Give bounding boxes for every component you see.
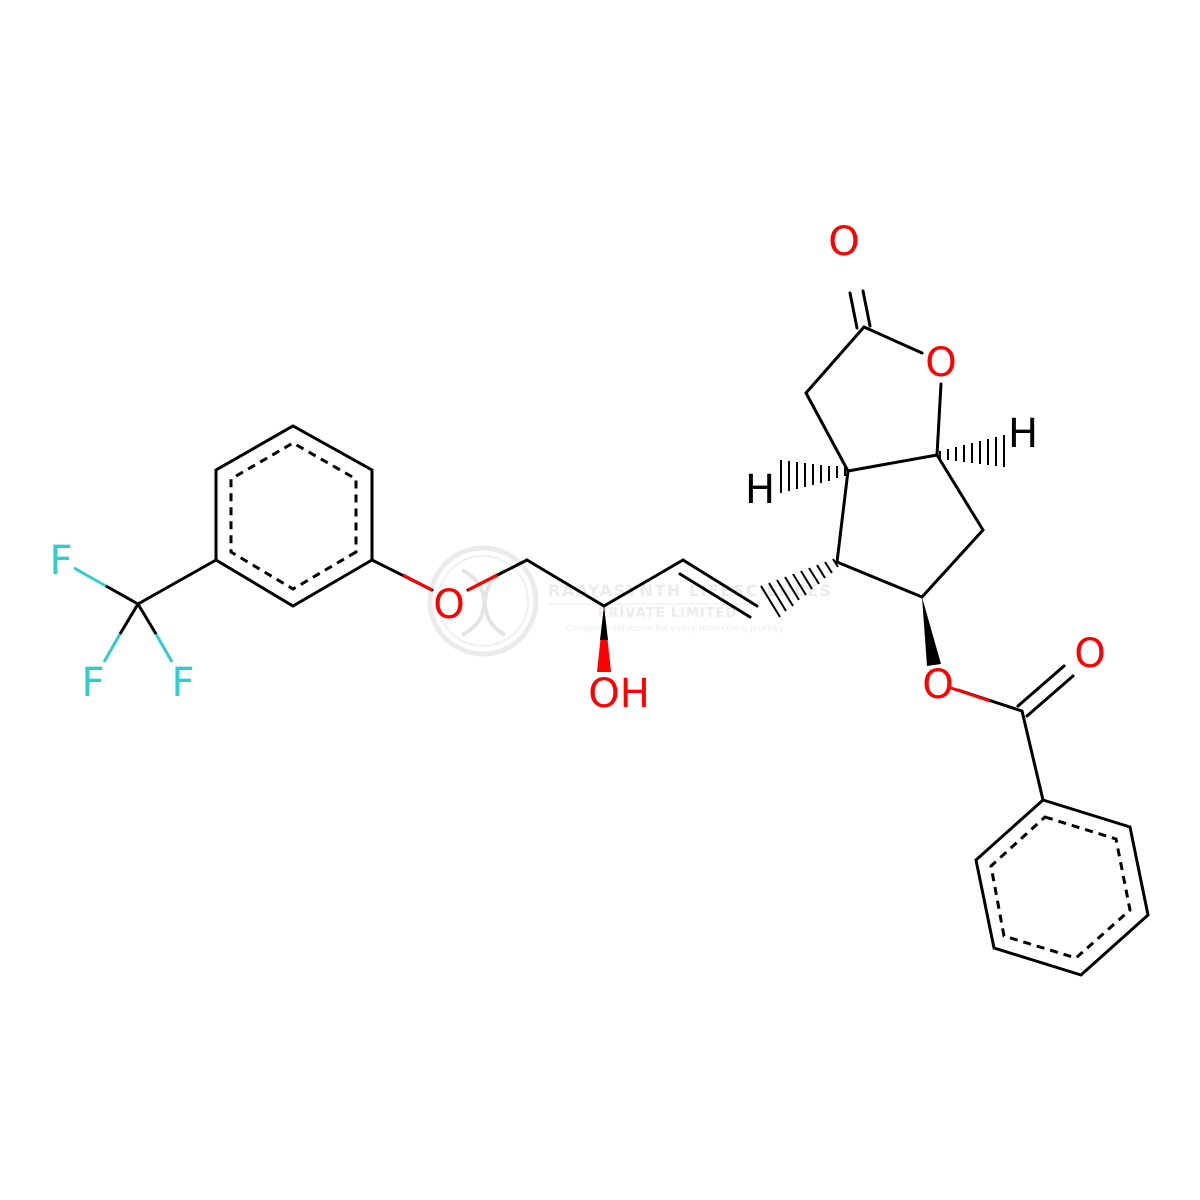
- wedge-bond-ester: [922, 597, 941, 666]
- watermark-circle: [427, 545, 539, 657]
- bond-vinyl-b: [678, 572, 752, 619]
- phenyl-ring-benzoyl: [974, 798, 1150, 977]
- atom-o-benzoyl: O: [1074, 631, 1105, 677]
- atom-h-left: H: [745, 467, 775, 513]
- bond-cf3-f2-black: [118, 602, 140, 636]
- bond-c6a-c6: [935, 453, 985, 532]
- phenyl-ring-benzoyl-aromatic: [989, 815, 1132, 960]
- phenyl-ring-cf3-aromatic: [229, 441, 358, 591]
- bond-cf3-f3-cyan: [154, 633, 174, 663]
- atom-o-ring: O: [925, 340, 956, 386]
- bond-cf3-f1-black: [104, 584, 140, 606]
- bond-c2-c3: [804, 325, 866, 395]
- bond-vinyl-a: [681, 558, 759, 608]
- bond-oether-red-right: [467, 573, 498, 592]
- bond-carbonyl-double-b: [861, 289, 872, 328]
- bond-vinyl-choh: [602, 558, 685, 608]
- bond-carbonyl-double-a: [848, 291, 859, 330]
- hash-bond-h-right: [939, 435, 1005, 467]
- bond-c4-c3a: [835, 469, 850, 564]
- bond-cf3-f2-cyan: [102, 633, 122, 663]
- bond-oether-red-left: [402, 573, 433, 592]
- watermark-logo: RAAYASYNTH LIFESCIENCES PRIVATE LIMITED …: [427, 545, 833, 657]
- bond-c3a-c6a: [846, 453, 939, 473]
- watermark-line1: RAAYASYNTH LIFESCIENCES: [548, 581, 833, 600]
- atom-h-right: H: [1008, 411, 1038, 457]
- watermark-line2: PRIVATE LIMITED: [598, 606, 737, 621]
- bond-c-phenyl: [1020, 709, 1045, 802]
- atom-o-ether: O: [433, 582, 464, 628]
- watermark-tagline: Complete solutions for every molecule's …: [566, 624, 784, 634]
- bond-benzoyl-double-b: [1025, 674, 1075, 718]
- bond-c5-c4: [835, 560, 924, 599]
- bond-o1-c6a: [935, 382, 943, 457]
- bond-c2-o1: [862, 325, 924, 355]
- bond-c3-c3a: [804, 391, 850, 473]
- atom-oh: OH: [588, 671, 650, 717]
- atom-f3: F: [171, 660, 194, 706]
- bond-aryl-cf3: [136, 558, 218, 606]
- atom-f1: F: [49, 538, 72, 584]
- bond-benzoyl-double-a: [1016, 664, 1066, 708]
- bond-c6-c5: [920, 528, 985, 599]
- dna-helix-icon: [461, 568, 507, 637]
- bond-choh-ch2: [525, 558, 606, 608]
- bond-oester-red: [947, 685, 991, 703]
- atom-f2: F: [81, 660, 104, 706]
- watermark-inner-circle: [437, 555, 529, 647]
- bond-cf3-f1-cyan: [73, 566, 107, 588]
- phenyl-ring-cf3: [214, 424, 374, 608]
- atom-o-ester: O: [922, 662, 953, 708]
- hash-bond-vinyl: [760, 558, 839, 618]
- wedge-bond-oh-base: [600, 606, 608, 640]
- atom-o-carbonyl-top: O: [828, 219, 859, 265]
- hash-bond-h-left: [780, 460, 846, 493]
- bond-cf3-f3-black: [136, 602, 158, 636]
